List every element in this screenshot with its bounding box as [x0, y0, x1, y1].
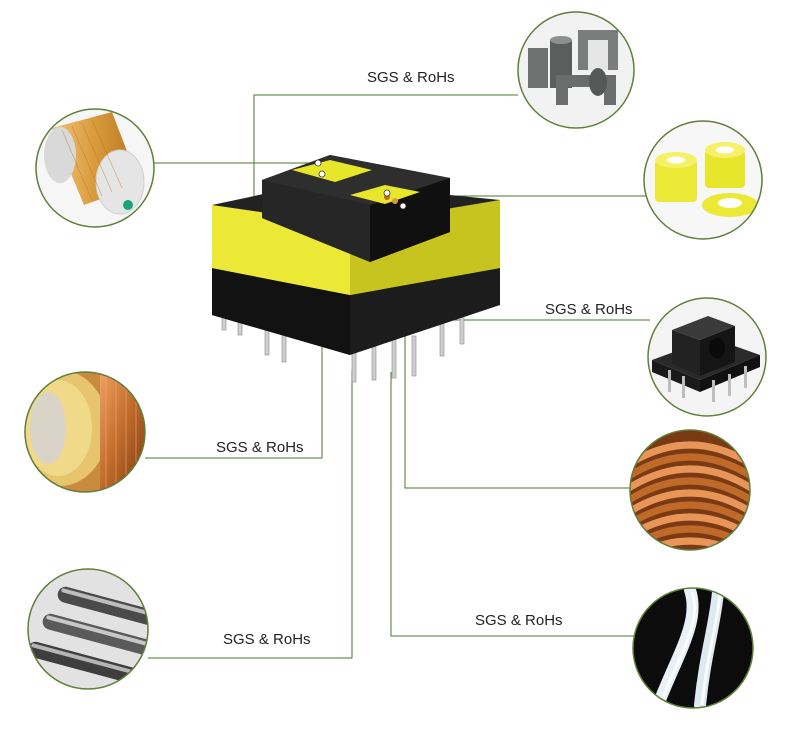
- bobbin-housing-cert-label: SGS & RoHs: [545, 301, 633, 318]
- leader-ferrite-core: [253, 94, 518, 200]
- solder-bar-photo: [27, 568, 149, 690]
- ferrite-core-photo: [517, 11, 635, 129]
- insulation-tape-photo: [643, 120, 763, 240]
- transformer: [212, 155, 500, 383]
- leader-sleeve: [390, 372, 634, 637]
- teflon-sleeve-photo: [632, 587, 754, 709]
- copper-wire-photo: [629, 429, 751, 551]
- solder-bar-cert-label: SGS & RoHs: [223, 631, 311, 648]
- ferrite-core-cert-label: SGS & RoHs: [367, 69, 455, 86]
- wire-spool-photo: [35, 108, 155, 228]
- insulated-wire-photo: [24, 371, 146, 493]
- insulated-wire-cert-label: SGS & RoHs: [216, 439, 304, 456]
- teflon-sleeve-cert-label: SGS & RoHs: [475, 612, 563, 629]
- bobbin-housing-photo: [647, 297, 767, 417]
- leader-solder: [148, 370, 353, 659]
